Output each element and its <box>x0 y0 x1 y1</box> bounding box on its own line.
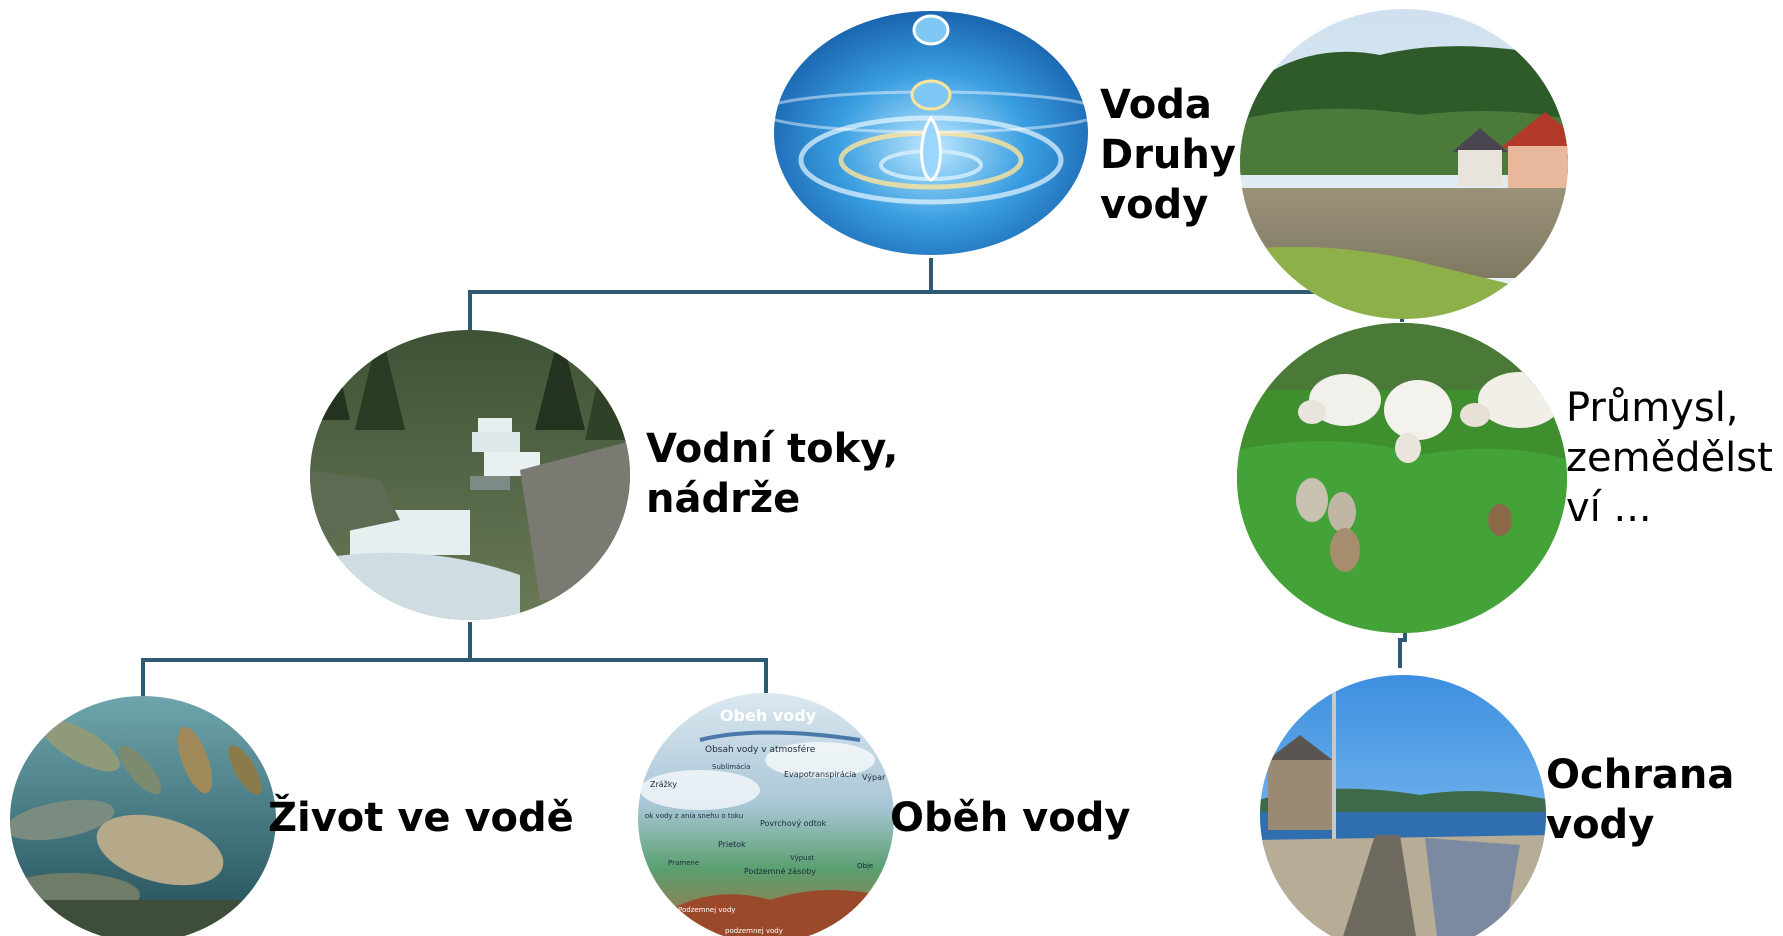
label-obeh-vody: Oběh vody <box>890 795 1131 841</box>
water-cycle-image: Obeh vody Obsah vody v atmosfére Sublimá… <box>638 693 924 936</box>
cycle-precipitation-label: Zrážky <box>650 780 677 789</box>
cycle-outflow-label: Výpust <box>790 854 814 862</box>
label-voda-druhy-vody: Voda Druhy vody <box>1100 82 1236 228</box>
cycle-title: Obeh vody <box>720 706 817 725</box>
sheep-pasture-image <box>1237 323 1567 633</box>
cycle-atmosphere-label: Obsah vody v atmosfére <box>705 744 816 755</box>
cycle-volume-label: Obje <box>857 862 873 870</box>
cascade-stream-image <box>310 330 630 620</box>
cycle-evapotranspiration-label: Evapotranspirácia <box>784 770 856 779</box>
cycle-underground2-label: podzemnej vody <box>725 927 783 935</box>
flood-image <box>1240 9 1568 319</box>
cycle-groundwater-label: Podzemné zásoby <box>744 866 816 876</box>
voda-outline <box>772 9 1090 257</box>
label-prumysl-zemedelstvi: Průmysl, zemědělst ví ... <box>1566 385 1773 531</box>
label-vodni-toky-nadrze: Vodní toky, nádrže <box>646 426 899 522</box>
connector-voda-to-children <box>468 258 933 330</box>
connector-prumysl-to-ochrana <box>1398 632 1407 668</box>
cycle-evaporation-label: Výpar (evaporá <box>862 773 924 782</box>
reservoir-dam-image <box>1260 675 1546 936</box>
cycle-underground-label: Podzemnej vody <box>678 906 735 914</box>
label-ochrana-vody: Ochrana vody <box>1546 752 1735 848</box>
cycle-streamflow-label: Prietok <box>718 840 746 849</box>
cycle-sublimation-label: Sublimácia <box>712 763 750 771</box>
cycle-springs-label: Pramene <box>668 859 699 867</box>
connector-toky-to-children <box>141 622 472 696</box>
connector-toky-to-obeh <box>470 658 768 694</box>
fish-underwater-image <box>10 696 276 936</box>
cycle-snow-label: ok vody z ania snehu o toku <box>645 812 743 820</box>
cycle-surface-runoff-label: Povrchový odtok <box>760 819 827 828</box>
label-zivot-ve-vode: Život ve vodě <box>268 795 574 841</box>
water-droplet-image <box>773 10 1089 256</box>
